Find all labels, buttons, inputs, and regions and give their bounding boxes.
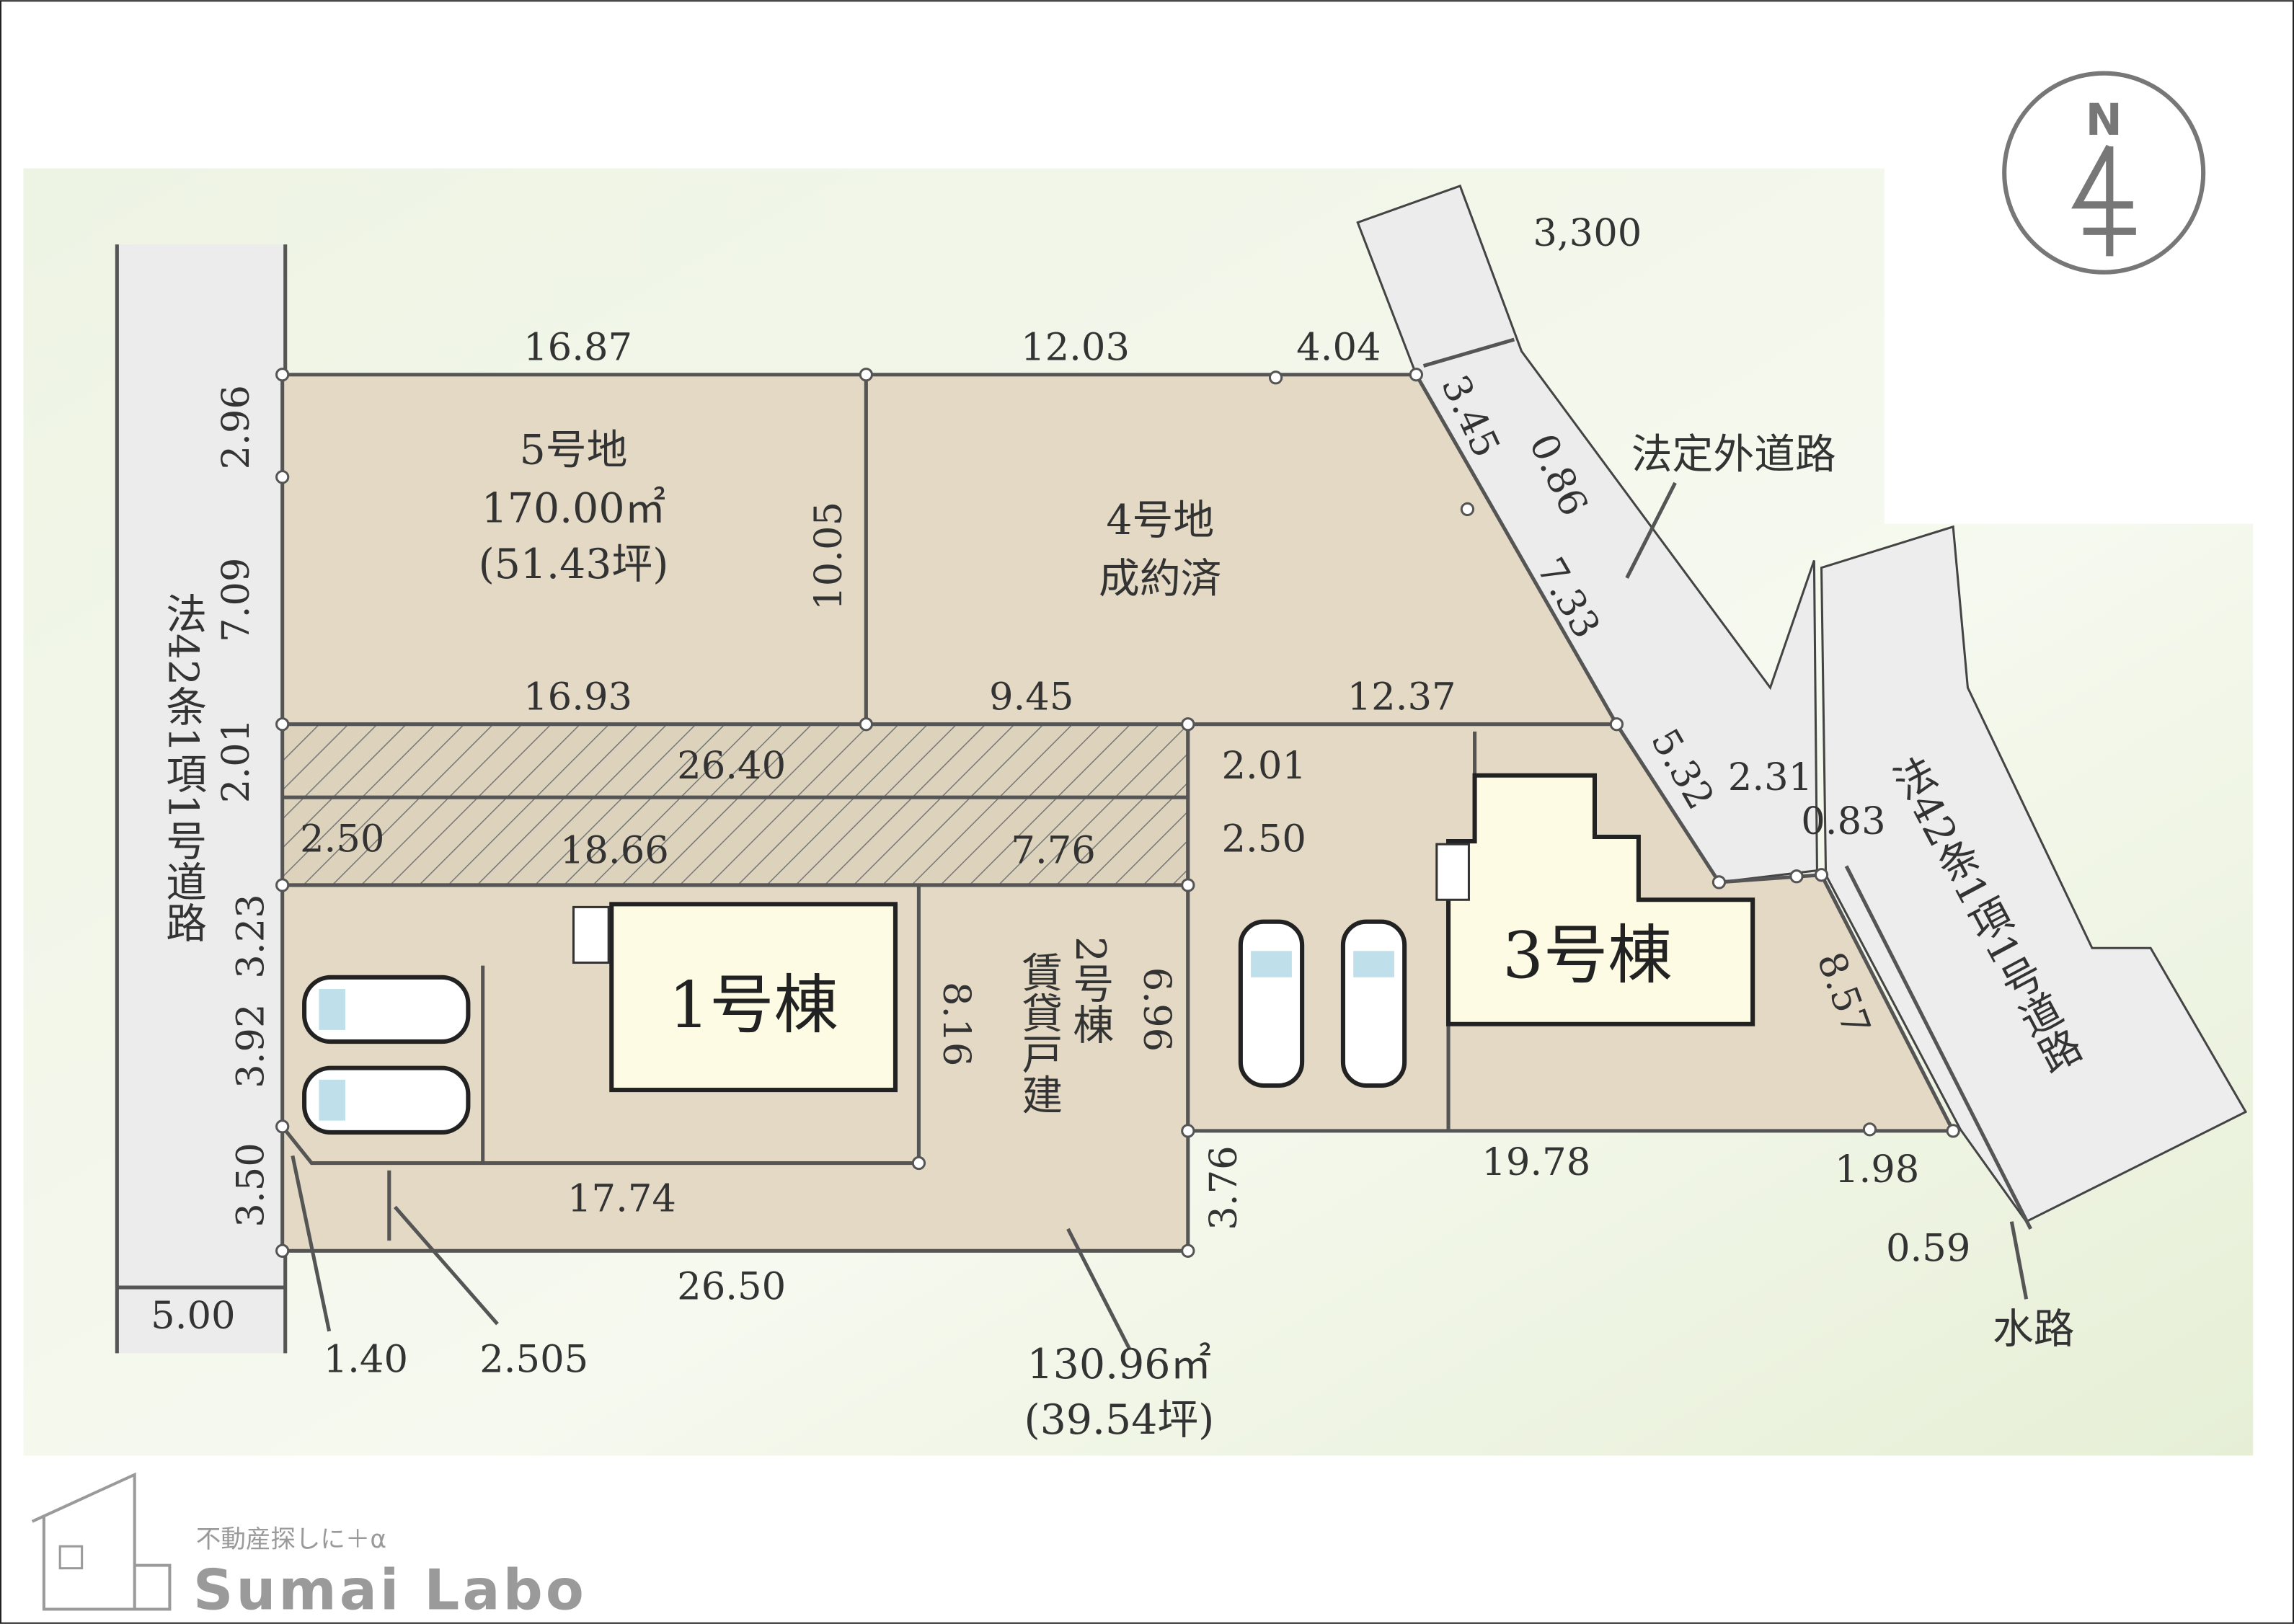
dim: 10.05 [807,502,851,611]
car-icon [302,975,471,1044]
private-road-strip [280,722,1190,887]
building-1 [609,902,898,1093]
dim: 3.76 [1202,1145,1246,1230]
svg-text:N: N [2086,94,2122,146]
dim: 18.66 [560,829,669,873]
dim: 3.92 [229,1003,273,1088]
sumai-labo-logo: 不動産探しに＋α Sumai Labo [31,1472,587,1623]
building-2-tsubo: (39.54坪) [1024,1396,1215,1444]
building-1-label: 1号棟 [668,968,838,1043]
waterway-label: 水路 [1993,1305,2075,1353]
car-icon [1238,919,1305,1088]
dim: 16.93 [523,675,632,719]
dim: 1.40 [324,1338,408,1382]
building-3 [1445,773,1755,1026]
dim: 5.00 [151,1294,235,1338]
dim: 4.04 [1296,325,1381,369]
dim: 3.50 [229,1142,273,1227]
north-compass-icon: N [2002,71,2206,275]
brand-tagline: 不動産探しに＋α [196,1525,386,1554]
brand-name: Sumai Labo [193,1558,587,1623]
dim: 12.03 [1021,325,1130,369]
lot-4-name: 4号地 [1106,497,1214,544]
dim: 3.23 [229,894,273,978]
dim: 3,300 [1533,211,1642,255]
dim: 17.74 [567,1177,676,1221]
dim: 26.50 [677,1264,786,1308]
dim: 6.96 [1135,967,1179,1052]
building-2-type: 賃貸戸建 [1015,951,1063,1114]
upper-road-label: 法定外道路 [1631,431,1836,479]
dim: 7.76 [1011,829,1095,873]
dim: 8.16 [934,982,978,1066]
building-2-area: 130.96㎡ [1027,1341,1212,1388]
dim: 2.01 [1221,744,1306,788]
lot-4-status: 成約済 [1099,555,1221,603]
building-2-name: 2号棟 [1066,936,1114,1044]
lot-5-area: 170.00㎡ [482,485,666,533]
car-icon [1340,919,1407,1088]
lot-5-tsubo: (51.43坪) [479,541,669,588]
dim: 2.01 [214,719,258,803]
building-3-label: 3号棟 [1502,918,1672,993]
dim: 2.31 [1728,755,1812,799]
left-road [117,244,285,1354]
dim: 19.78 [1482,1140,1590,1184]
dim: 2.505 [479,1338,588,1382]
dim: 7.09 [214,558,258,642]
dim: 26.40 [677,744,786,788]
right-road [1820,525,2248,1223]
dim: 2.50 [300,817,384,861]
lot-5-name: 5号地 [520,427,628,474]
dim: 1.98 [1835,1148,1919,1192]
dim: 0.59 [1886,1227,1970,1271]
left-road-label: 法42条1項1号道路 [159,593,207,943]
car-icon [302,1065,471,1135]
dim: 2.50 [1221,817,1306,861]
dim: 12.37 [1347,675,1456,719]
dim: 0.83 [1801,799,1885,843]
boundary-markers [275,368,1960,1258]
dim: 2.96 [214,385,258,469]
dim: 9.45 [989,675,1073,719]
dim: 16.87 [523,325,632,369]
